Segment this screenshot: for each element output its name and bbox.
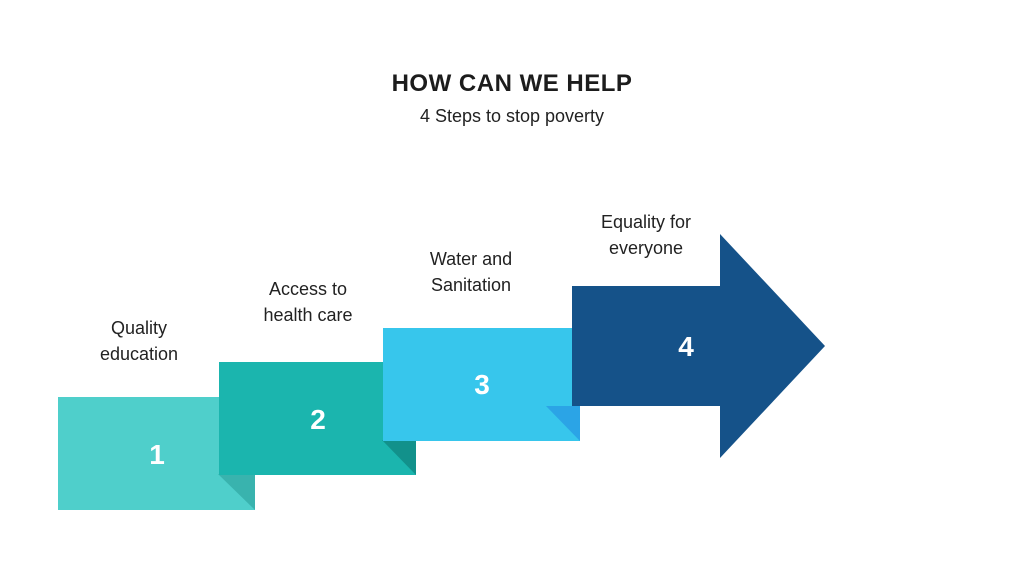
step-1-fold [218,474,255,510]
step-1-label: Quality education [99,318,179,364]
step-2-number: 2 [310,404,326,435]
step-4-arrow [572,234,825,458]
step-1-number: 1 [149,439,165,470]
diagram-title: HOW CAN WE HELP [391,70,633,97]
step-4-label: Equality for everyone [600,212,692,258]
step-3-number: 3 [474,369,490,400]
step-2-label: Access to health care [263,279,353,325]
step-3-block [383,328,580,441]
step-3-label: Water and Sanitation [429,249,513,295]
diagram-subtitle: 4 Steps to stop poverty [419,106,605,126]
step-3-fold [546,406,580,441]
step-2-fold [382,440,416,475]
step-4-number: 4 [678,331,694,362]
